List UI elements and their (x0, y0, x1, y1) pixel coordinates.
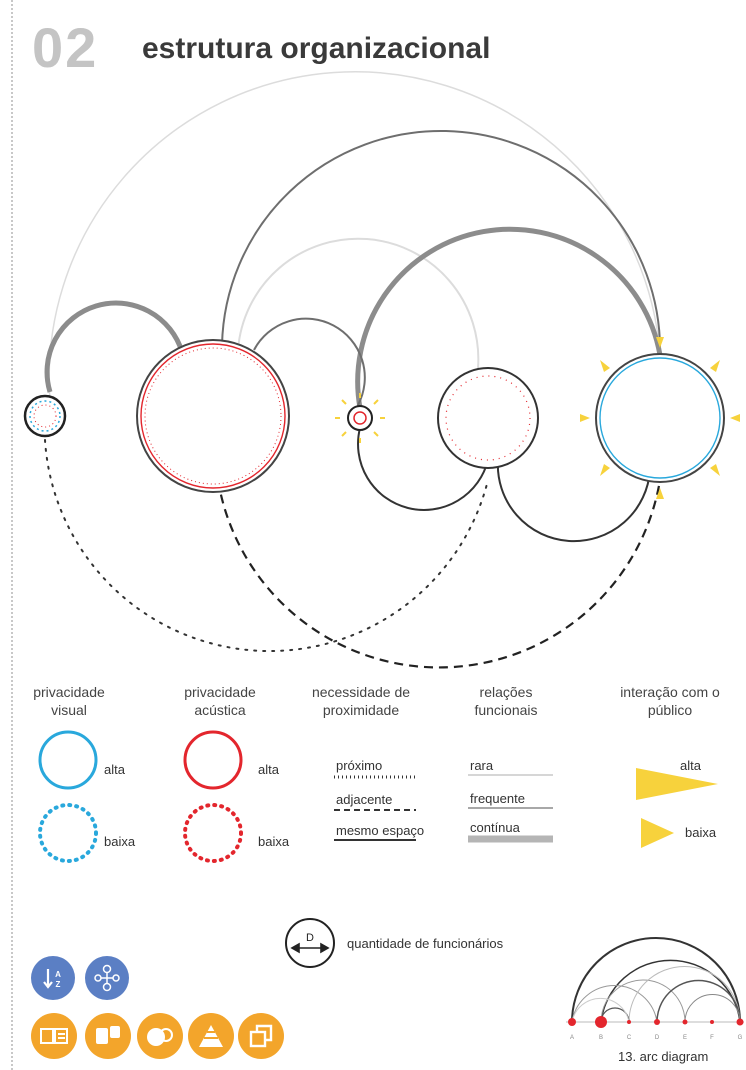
arc-b-g-frequent (221, 130, 662, 356)
thumb-tick-c: C (627, 1035, 632, 1041)
public-high-icon (636, 768, 718, 800)
thumb-tick-b: B (599, 1035, 603, 1041)
margin-rule (11, 0, 13, 1070)
acoustic-low-icon (183, 803, 243, 863)
legend-acoustic-heading: privacidade acústica (184, 684, 256, 718)
thumb-tick-e: E (683, 1035, 687, 1041)
thumb-tick-g: G (738, 1035, 743, 1041)
page-title: estrutura organizacional (142, 32, 491, 65)
legend-proximity-heading: necessidade de proximidade (311, 684, 411, 718)
arc-a-g-rare (48, 70, 661, 401)
arc-b-g-dashed (216, 479, 662, 669)
node-b (136, 339, 290, 493)
section-number: 02 (32, 16, 99, 79)
arc-d-e-solid (357, 427, 489, 511)
employees-label: quantidade de funcionários (347, 936, 504, 951)
acoustic-low-label: baixa (258, 834, 290, 849)
node-g (580, 337, 740, 499)
network-icon[interactable] (85, 956, 129, 1000)
arc-b-e-rare (237, 237, 480, 369)
arc-e-g-solid (496, 459, 651, 543)
legend-functional-heading: relações funcionais (474, 684, 538, 718)
public-low-label: baixa (685, 825, 717, 840)
acoustic-high-label: alta (258, 762, 279, 777)
arc-b-d-frequent (253, 317, 366, 406)
node-e (437, 367, 539, 469)
node-a (23, 394, 67, 438)
squares-icon[interactable] (238, 1013, 284, 1059)
proximity-near-label: próximo (336, 758, 383, 773)
arc-diagram-thumbnail (566, 937, 744, 1028)
thumb-tick-d: D (655, 1035, 660, 1041)
caption: 13. arc diagram (618, 1049, 709, 1064)
employees-icon (285, 918, 335, 968)
proximity-same-label: mesmo espaço (336, 823, 425, 838)
functional-frequent-label: frequente (470, 791, 525, 806)
node-d (335, 393, 385, 443)
proximity-adjacent-label: adjacente (336, 792, 393, 807)
employees-symbol: D (306, 932, 314, 944)
arc-d-g-continuous (355, 226, 663, 409)
thumb-tick-a: A (570, 1035, 574, 1041)
functional-rare-label: rara (470, 758, 494, 773)
svg-text:Z: Z (56, 980, 61, 989)
public-low-icon (641, 818, 674, 848)
functional-continuous-label: contínua (470, 820, 520, 835)
visual-low-icon (38, 803, 98, 863)
arc-a-b-continuous (44, 300, 185, 393)
arc-a-e-dotted (44, 439, 489, 652)
acoustic-high-icon (183, 730, 243, 790)
legend-public-heading: interação com o público (620, 684, 720, 718)
visual-high-label: alta (104, 762, 125, 777)
sort-az-icon[interactable]: A Z (31, 956, 75, 1000)
employees-arrow-icon (290, 942, 330, 954)
blocks-icon[interactable] (85, 1013, 131, 1059)
pyramid-icon[interactable] (188, 1013, 234, 1059)
public-high-label: alta (680, 758, 701, 773)
visual-low-label: baixa (104, 834, 136, 849)
circles-icon[interactable] (137, 1013, 183, 1059)
svg-text:A: A (55, 970, 61, 979)
panels-icon[interactable] (31, 1013, 77, 1059)
thumb-tick-f: F (710, 1035, 714, 1041)
legend-visual-heading: privacidade visual (33, 684, 105, 718)
visual-high-icon (38, 730, 98, 790)
